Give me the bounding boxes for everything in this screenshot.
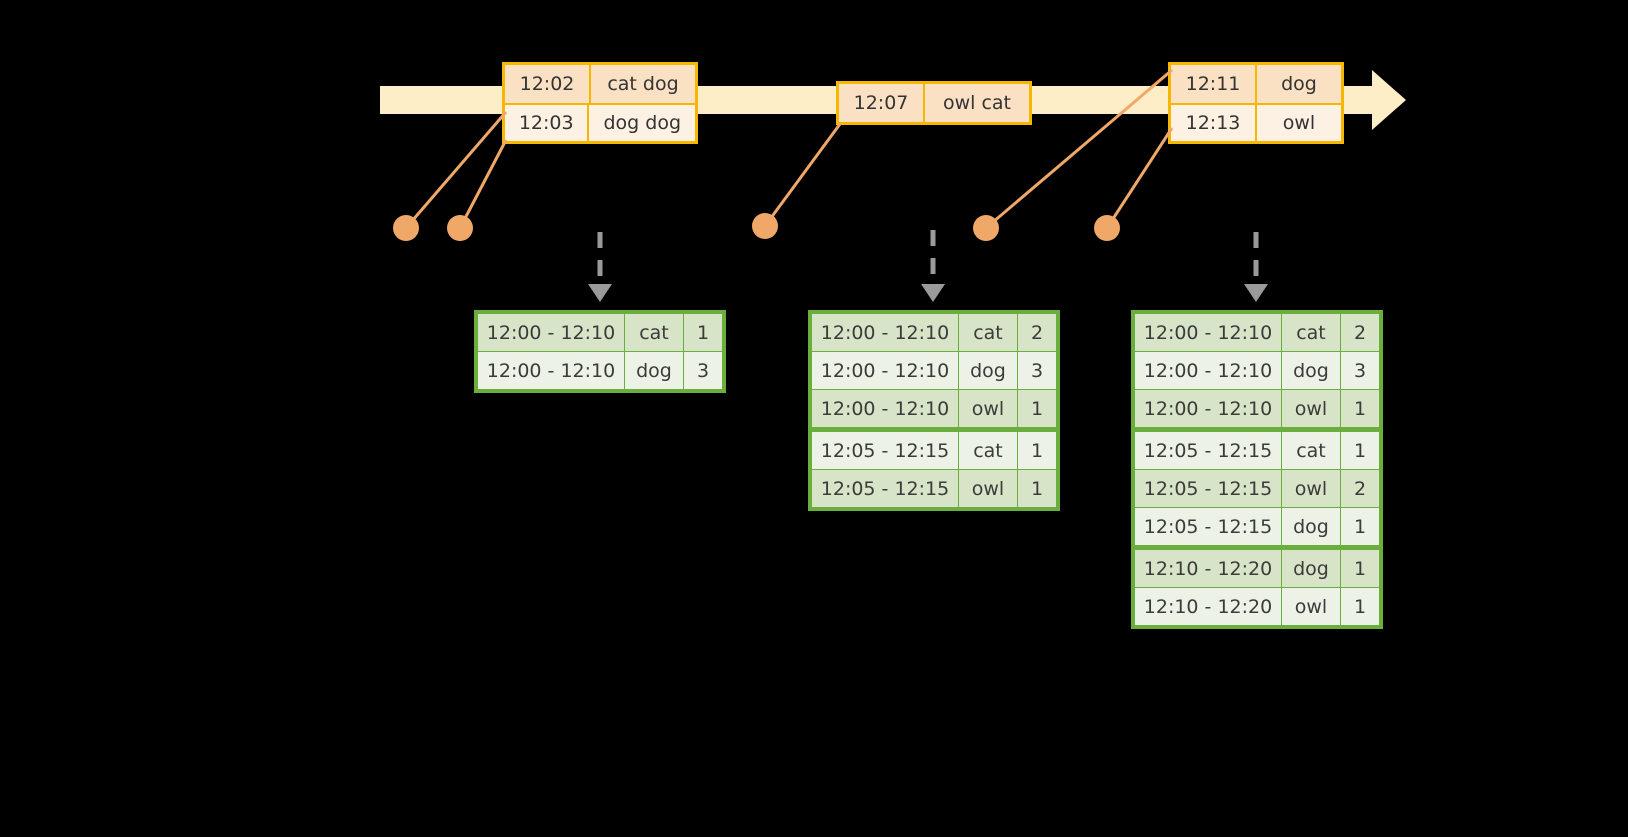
cell-window: 12:00 - 12:10 [812,352,958,389]
cell-count: 1 [1341,550,1379,587]
event-group-c: 12:11 dog 12:13 owl [1168,62,1344,144]
cell-word: dog [959,352,1017,389]
dashed-arrow-1-head-icon [588,284,612,302]
cell-count: 3 [1341,352,1379,389]
event-time: 12:03 [505,105,590,141]
cell-window: 12:00 - 12:10 [812,314,958,351]
cell-count: 3 [1018,352,1056,389]
connector-3-dot [752,213,778,239]
cell-word: cat [1282,432,1340,469]
timeline-arrowhead-icon [1372,70,1406,130]
cell-window: 12:00 - 12:10 [1135,390,1281,427]
cell-window: 12:10 - 12:20 [1135,550,1281,587]
event-row: 12:07 owl cat [839,84,1029,122]
cell-word: dog [625,352,683,389]
cell-count: 1 [1018,432,1056,469]
event-row: 12:02 cat dog [505,65,695,103]
cell-count: 1 [1341,508,1379,545]
cell-count: 2 [1341,314,1379,351]
event-words: owl cat [942,92,1012,114]
cell-count: 2 [1018,314,1056,351]
cell-count: 1 [1018,390,1056,427]
event-words: cat dog [607,73,679,95]
cell-count: 1 [1341,390,1379,427]
event-time: 12:11 [1171,65,1257,103]
event-row: 12:11 dog [1171,65,1341,103]
cell-word: owl [1282,390,1340,427]
event-row: 12:03 dog dog [505,103,695,141]
event-group-a: 12:02 cat dog 12:03 dog dog [502,62,698,144]
connector-4-dot [973,215,999,241]
cell-word: dog [1282,508,1340,545]
cell-window: 12:00 - 12:10 [478,352,624,389]
cell-count: 2 [1341,470,1379,507]
cell-word: owl [959,470,1017,507]
cell-window: 12:00 - 12:10 [1135,352,1281,389]
cell-word: dog [1282,550,1340,587]
cell-window: 12:05 - 12:15 [1135,432,1281,469]
connector-3 [763,123,842,227]
cell-word: cat [625,314,683,351]
cell-word: owl [1282,470,1340,507]
cell-word: owl [1282,588,1340,625]
connector-2 [458,139,508,229]
cell-window: 12:00 - 12:10 [1135,314,1281,351]
cell-count: 3 [684,352,722,389]
event-words: dog [1281,73,1317,95]
dashed-arrow-3-head-icon [1244,284,1268,302]
cell-word: dog [1282,352,1340,389]
connector-1 [404,111,508,229]
cell-window: 12:05 - 12:15 [1135,470,1281,507]
cell-count: 1 [684,314,722,351]
cell-window: 12:10 - 12:20 [1135,588,1281,625]
cell-window: 12:05 - 12:15 [1135,508,1281,545]
cell-window: 12:05 - 12:15 [812,470,958,507]
connector-2-dot [447,215,473,241]
event-words: owl [1282,112,1316,134]
cell-word: cat [1282,314,1340,351]
cell-count: 1 [1341,588,1379,625]
cell-count: 1 [1341,432,1379,469]
event-words: dog dog [603,112,681,134]
cell-window: 12:05 - 12:15 [812,432,958,469]
event-group-b: 12:07 owl cat [836,81,1032,125]
cell-word: owl [959,390,1017,427]
event-row: 12:13 owl [1171,103,1341,141]
event-time: 12:13 [1171,105,1257,141]
connector-5 [1105,127,1174,229]
cell-word: cat [959,432,1017,469]
event-time: 12:07 [839,84,925,122]
connector-1-dot [393,215,419,241]
cell-count: 1 [1018,470,1056,507]
cell-window: 12:00 - 12:10 [812,390,958,427]
event-time: 12:02 [505,65,591,103]
dashed-arrow-2-head-icon [921,284,945,302]
cell-window: 12:00 - 12:10 [478,314,624,351]
cell-word: cat [959,314,1017,351]
connector-5-dot [1094,215,1120,241]
